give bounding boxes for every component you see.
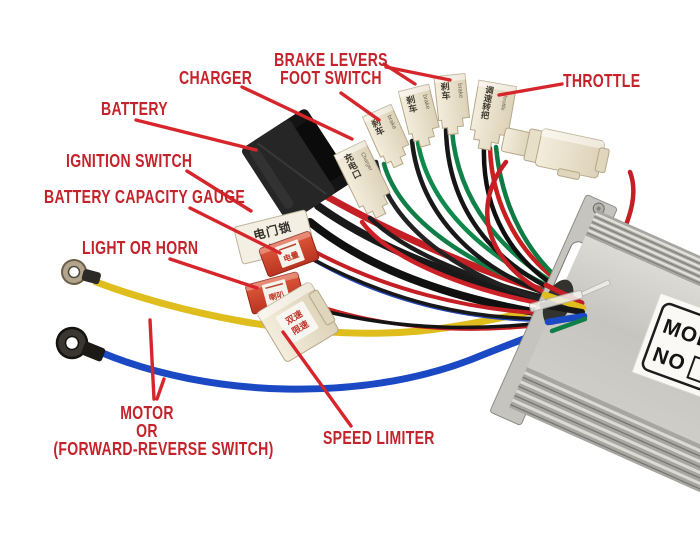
battery-line — [134, 118, 258, 152]
foot-switch-line — [339, 91, 381, 122]
brake-connector-label-cn: 刹车 — [405, 93, 419, 115]
brake-levers-line-2 — [384, 65, 452, 82]
motor-label-line3: (FORWARD-REVERSE SWITCH) — [53, 439, 274, 459]
motor-label-line1: MOTOR — [120, 403, 174, 423]
motor-line-yellow — [148, 318, 156, 401]
callout-lines — [134, 62, 564, 428]
speed-limiter-connector: 双速 限速 — [256, 281, 339, 362]
ring-terminal-blue — [55, 326, 106, 362]
throttle-connector-label-cn: 调速转把 — [480, 85, 495, 122]
ignition-line — [185, 169, 253, 213]
foot-switch-label: FOOT SWITCH — [280, 68, 382, 88]
charger-line — [240, 85, 354, 141]
battery-capacity-gauge-label: BATTERY CAPACITY GAUGE — [44, 187, 246, 207]
throttle-extension-pair — [501, 127, 610, 180]
brake-lever-connector-1: 刹车 brake — [397, 83, 440, 148]
brake-connector-label-en: brake — [421, 94, 431, 111]
charger-label: CHARGER — [179, 68, 253, 88]
throttle-line — [497, 82, 564, 97]
gauge-line — [188, 206, 282, 255]
speed-limiter-label: SPEED LIMITER — [323, 428, 435, 448]
light-horn-line — [168, 257, 259, 290]
motor-label: MOTOR OR (FORWARD-REVERSE SWITCH) — [53, 403, 274, 459]
brake-connector-label-en: brake — [385, 114, 397, 131]
speed-limiter-line — [281, 330, 353, 428]
throttle-connector-label-en: throttle — [499, 93, 508, 111]
throttle-label: THROTTLE — [563, 71, 641, 91]
brake-levers-foot-switch-label: BRAKE LEVERS FOOT SWITCH — [269, 51, 394, 87]
ignition-switch-label: IGNITION SWITCH — [66, 151, 193, 171]
battery-label: BATTERY — [101, 99, 168, 119]
motor-label-line2: OR — [136, 421, 158, 441]
light-or-horn-label: LIGHT OR HORN — [82, 238, 199, 258]
brake-connector-label-en: brake — [456, 83, 464, 99]
battery-connector — [242, 109, 352, 222]
serial-number-box — [686, 355, 700, 399]
foot-switch-connector: 刹车 brake — [361, 103, 410, 169]
brake-levers-label: BRAKE LEVERS — [274, 50, 388, 70]
motor-line-blue — [155, 377, 166, 401]
brake-lever-connector-2: 刹车 brake — [433, 73, 471, 136]
model-label: MODEL NO — [631, 292, 700, 418]
charger-connector: 充电口 Charger — [333, 139, 391, 219]
ring-terminal-yellow — [61, 259, 101, 285]
zip-tie — [528, 279, 612, 312]
charger-connector-label-cn: 充电口 — [342, 151, 363, 181]
brake-connector-label-cn: 刹车 — [440, 80, 451, 101]
